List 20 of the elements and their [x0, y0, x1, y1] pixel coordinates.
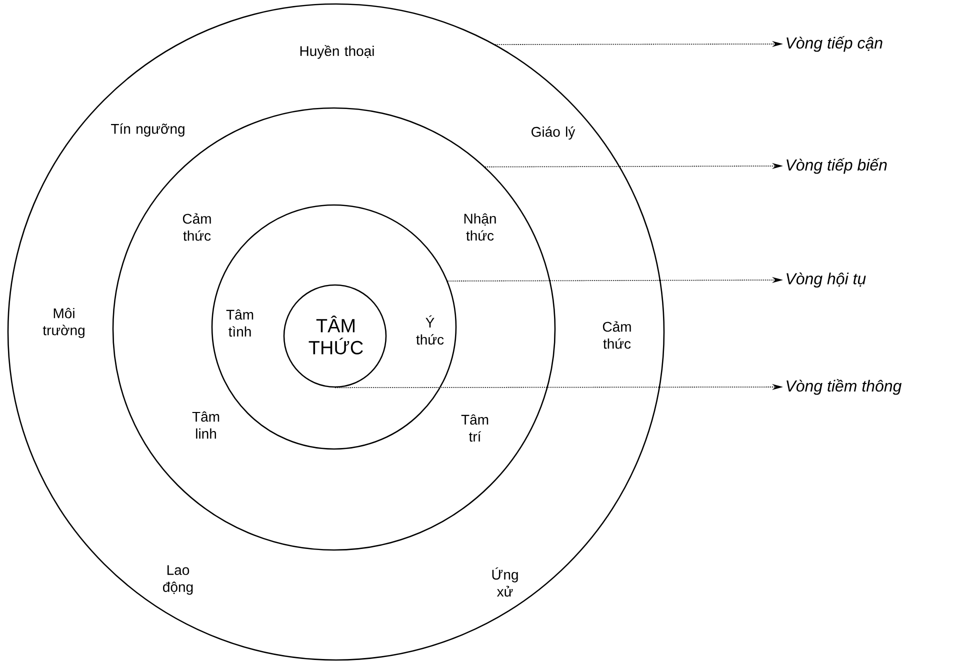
ring-text: Cảm thức — [602, 321, 631, 349]
ring-text: Ý thức — [416, 315, 444, 345]
ring-text: Giáo lý — [532, 126, 576, 140]
ring-text: Tâm linh — [192, 411, 220, 439]
ring-text: Tâm trí — [461, 414, 488, 442]
ring-text: Nhận thức — [464, 213, 496, 241]
ring-name: Vòng tiếp cận — [786, 36, 882, 52]
ring-name: Vòng hội tụ — [786, 272, 866, 288]
ring-text: Huyền thoại — [300, 45, 374, 59]
ring-circle — [7, 3, 665, 661]
ring-text: TÂM THỨC — [308, 316, 363, 354]
ring-text: Cảm thức — [182, 213, 211, 241]
ring-text: Tâm tình — [226, 309, 254, 337]
ring-text: Lao động — [163, 565, 193, 595]
ring-name: Vòng tiềm thông — [786, 379, 902, 395]
ring-circle — [283, 284, 387, 388]
ring-text: Môi trường — [42, 308, 84, 338]
ring-name: Vòng tiếp biến — [786, 158, 887, 174]
ring-text: Ứng xử — [492, 567, 518, 597]
ring-text: Tín ngưỡng — [111, 123, 184, 137]
